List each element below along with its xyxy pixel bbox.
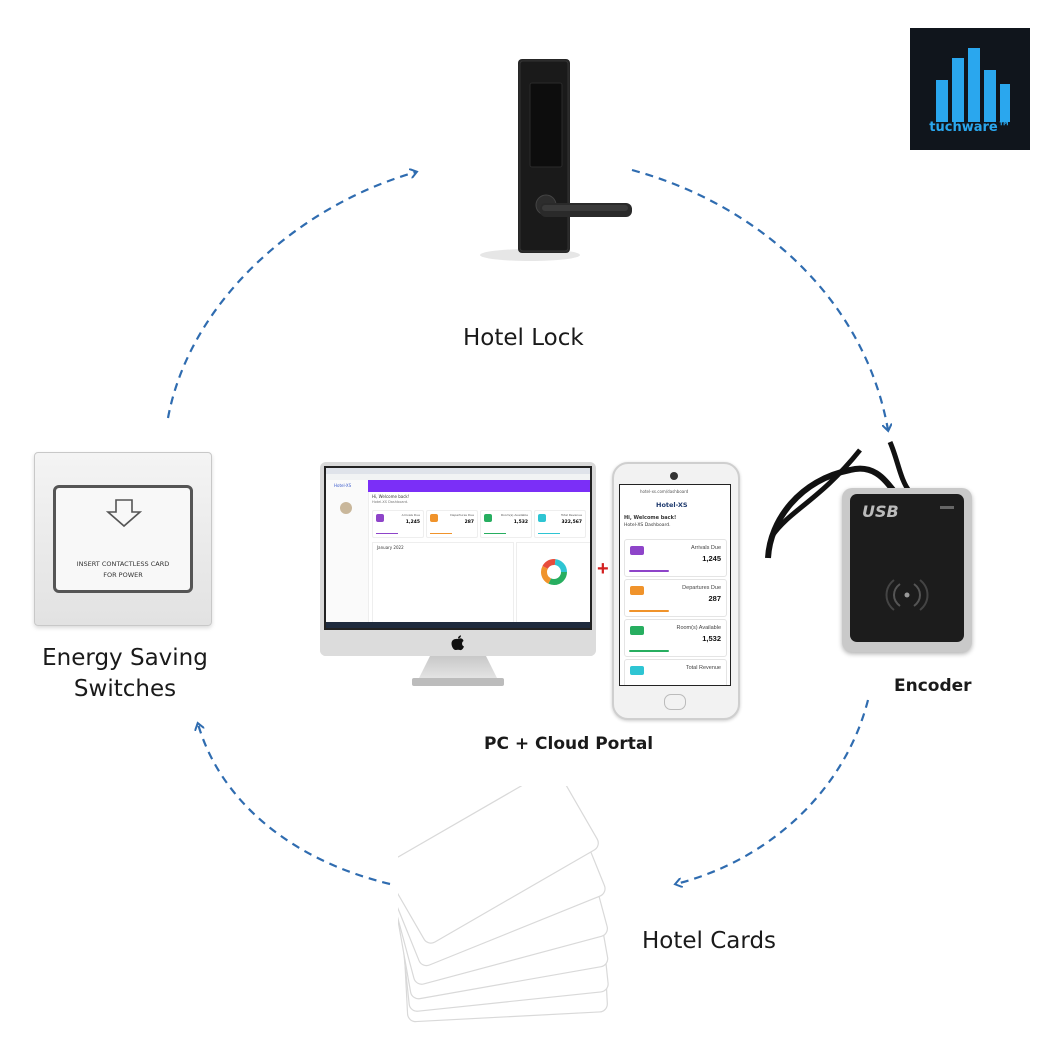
energy-saving-switch-image: INSERT CONTACTLESS CARD FOR POWER <box>34 452 212 626</box>
stat-bar <box>629 570 669 572</box>
stat-value: 1,245 <box>702 554 721 563</box>
arrow-cards-to-switch <box>198 724 391 886</box>
mobile-stat-card: Total Revenue <box>624 659 727 685</box>
hotel-lock-label: Hotel Lock <box>463 325 584 351</box>
dashboard-sidebar: Hotel-XS <box>326 480 369 626</box>
stat-title: Departures Due <box>450 513 474 517</box>
avatar <box>340 502 352 514</box>
mobile-stat-card: Departures Due 287 <box>624 579 727 617</box>
pc-cloud-portal-label: PC + Cloud Portal <box>484 734 654 754</box>
encoder-label: Encoder <box>894 676 972 696</box>
stat-value: 287 <box>464 520 474 525</box>
card-slot: INSERT CONTACTLESS CARD FOR POWER <box>53 485 193 593</box>
encoder-usb-text: USB <box>862 502 899 521</box>
stat-title: Room(s) Available <box>676 625 721 631</box>
stat-title: Room(s) Available <box>501 513 528 517</box>
stat-icon <box>376 514 384 522</box>
arrow-encoder-to-cards <box>676 699 870 884</box>
encoder-device-image: USB <box>842 488 972 652</box>
stat-icon <box>630 546 644 555</box>
browser-addressbar <box>326 474 590 480</box>
insert-arrow-icon <box>106 499 142 528</box>
stat-bar <box>376 532 398 534</box>
stat-icon <box>630 586 644 595</box>
phone-camera <box>670 472 678 480</box>
mobile-app-name: Hotel-XS <box>656 501 688 509</box>
logo-bars-icon <box>936 48 1010 122</box>
contactless-icon <box>885 579 929 611</box>
stat-value: 1,532 <box>702 634 721 643</box>
dashboard-header <box>368 480 590 492</box>
stat-title: Total Revenue <box>560 513 582 517</box>
stat-title: Total Revenue <box>685 665 721 671</box>
stat-bar <box>484 532 506 534</box>
stat-value: 287 <box>708 594 721 603</box>
stat-value: 1,532 <box>513 520 528 525</box>
stat-bar <box>538 532 560 534</box>
plus-sign: + <box>597 558 609 580</box>
tuchware-logo: tuchware™ <box>910 28 1030 150</box>
stat-title: Arrivals Due <box>401 513 420 517</box>
logo-text: tuchware™ <box>929 120 1011 135</box>
desk-stat-card: Departures Due 287 <box>426 510 478 538</box>
calendar-panel: January 2022 <box>372 542 514 626</box>
switch-card-text-2: FOR POWER <box>103 571 143 579</box>
hotel-cards-label: Hotel Cards <box>642 928 777 954</box>
hotel-lock-image <box>480 59 632 261</box>
switch-card-text-1: INSERT CONTACTLESS CARD <box>76 560 170 568</box>
dashboard-subtitle: Hotel-XS Dashboard. <box>372 500 409 504</box>
stat-bar <box>430 532 452 534</box>
taskbar <box>326 622 590 628</box>
desk-stat-card: Total Revenue 322,567 <box>534 510 586 538</box>
monitor-base <box>412 678 504 686</box>
stat-icon <box>630 666 644 675</box>
dashboard-app-name: Hotel-XS <box>334 483 352 488</box>
energy-saving-label-line1: Energy Saving <box>42 645 208 671</box>
desktop-dashboard-screen: Hotel-XS Hi, Welcome back! Hotel-XS Dash… <box>324 466 592 630</box>
stat-value: 1,245 <box>405 520 420 525</box>
desk-stat-card: Arrivals Due 1,245 <box>372 510 424 538</box>
stat-icon <box>484 514 492 522</box>
stat-title: Departures Due <box>682 585 721 591</box>
encoder-led <box>940 506 954 509</box>
stat-bar <box>629 610 669 612</box>
energy-saving-label-line2: Switches <box>73 676 177 702</box>
stat-icon <box>538 514 546 522</box>
phone-home-button <box>664 694 686 710</box>
stat-bar <box>629 650 669 652</box>
mobile-subtitle: Hotel-XS Dashboard. <box>624 523 671 528</box>
booking-chart-panel <box>516 542 590 626</box>
mobile-greeting: Hi, Welcome back! <box>624 515 677 521</box>
mobile-url: hotel-xs.com/dashboard <box>640 489 689 494</box>
monitor-chin <box>320 630 596 656</box>
monitor-stand <box>418 656 498 680</box>
apple-logo-icon <box>451 635 464 651</box>
stat-value: 322,567 <box>561 520 583 525</box>
arrow-switch-to-lock <box>166 172 416 419</box>
hotel-cards-image <box>398 786 609 1023</box>
stat-icon <box>630 626 644 635</box>
stat-icon <box>430 514 438 522</box>
arrow-lock-to-encoder <box>631 168 888 430</box>
mobile-dashboard-screen: hotel-xs.com/dashboard Hotel-XS Hi, Welc… <box>619 484 731 686</box>
mobile-stat-card: Arrivals Due 1,245 <box>624 539 727 577</box>
desk-stat-card: Room(s) Available 1,532 <box>480 510 532 538</box>
dashboard-greeting: Hi, Welcome back! <box>372 494 410 499</box>
mobile-stat-card: Room(s) Available 1,532 <box>624 619 727 657</box>
calendar-title: January 2022 <box>377 545 404 550</box>
browser-tabbar <box>326 468 590 474</box>
stat-title: Arrivals Due <box>691 545 721 551</box>
donut-chart <box>541 559 567 585</box>
